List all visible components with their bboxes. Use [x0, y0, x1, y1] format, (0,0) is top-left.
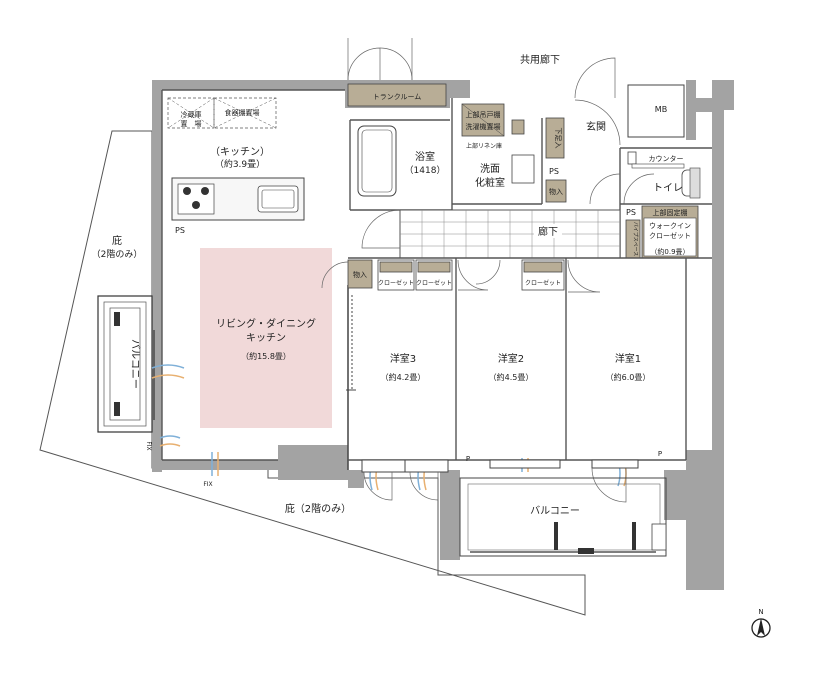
storage-small-label: 物入: [549, 187, 563, 196]
washroom-label-2: 化粧室: [475, 176, 505, 189]
left-balcony: [97, 295, 155, 433]
north-label: N: [758, 608, 763, 616]
cupboard-label: 食器棚置場: [225, 108, 260, 117]
fix-left-label: FIX: [145, 441, 152, 450]
closet-label-2: クローゼット: [416, 279, 452, 287]
bottom-windows: [361, 459, 639, 503]
upper-shelf-label: 上部固定棚: [653, 208, 688, 217]
room-walls: [348, 257, 712, 461]
room1-size: （約6.0畳）: [606, 372, 651, 382]
trunk-room-label: トランクルーム: [373, 93, 422, 101]
eaves-left-label-1: 庇: [112, 234, 122, 247]
washroom-label-1: 洗面: [480, 163, 500, 175]
balcony-bottom-label: バルコニー: [530, 505, 580, 517]
fridge-label-2: 置 場: [181, 119, 202, 128]
eaves-left-label-2: （2階のみ）: [92, 249, 143, 260]
washer-label-1: 上部吊戸棚: [466, 110, 501, 119]
upper-linen-label: 上部リネン庫: [466, 142, 502, 150]
bath-label: 浴室: [415, 150, 435, 163]
storage-left-label: 物入: [353, 270, 367, 279]
pipe-space-label: パイプスペース: [632, 222, 638, 256]
storage-left-box: [347, 259, 373, 289]
ps-center-label: PS: [549, 167, 559, 176]
balcony-left-label: バルコニー: [129, 339, 141, 389]
room3-size: （約4.2畳）: [381, 372, 426, 382]
ps-kitchen-label: PS: [175, 226, 185, 235]
ldk-label-1: リビング・ダイニング: [216, 317, 316, 330]
trunk-room-box: [347, 83, 447, 107]
hallway-label: 廊下: [538, 225, 558, 238]
wic-label-1: ウォークイン: [649, 222, 691, 230]
ps-right-label: PS: [626, 208, 636, 217]
counter-label: カウンター: [649, 154, 684, 163]
ldk-room3-partition: [346, 285, 356, 470]
bath-tub: [357, 125, 397, 197]
ldk-highlight: [200, 248, 332, 428]
ldk-label-2: キッチン: [246, 332, 286, 344]
mb-box: [627, 84, 685, 138]
shoe-box: [545, 117, 565, 159]
common-corridor-label: 共用廊下: [520, 53, 560, 66]
toilet-label: トイレ: [653, 183, 683, 194]
room3-closets: [377, 259, 453, 291]
entrance-label: 玄関: [586, 120, 606, 133]
room3-label: 洋室3: [390, 352, 416, 365]
room2-size: （約4.5畳）: [489, 372, 534, 382]
closet-label-3: クローゼット: [525, 279, 561, 287]
wic-size: （約0.9畳）: [650, 247, 689, 256]
wic-label-2: クローゼット: [649, 231, 691, 240]
kitchen-label: （キッチン）: [210, 146, 270, 158]
north-arrow-icon: [751, 618, 771, 638]
room2-label: 洋室2: [498, 352, 524, 365]
p-right-label: P: [658, 450, 662, 458]
mb-label: MB: [655, 105, 667, 114]
trunk-room-doors: [347, 38, 616, 99]
fix-bottom-label: FIX: [203, 481, 212, 488]
eaves-bottom-label: 庇（2階のみ）: [285, 502, 351, 515]
shoe-label: 下足入: [554, 128, 562, 149]
bath-size: （1418）: [405, 165, 446, 176]
stove-burner-icons: [183, 187, 209, 209]
room1-label: 洋室1: [615, 352, 641, 365]
storage-small-box: [545, 179, 567, 203]
kitchen-counter: [171, 177, 305, 221]
washer-label-2: 洗濯機置場: [466, 122, 501, 131]
fridge-label-1: 冷蔵庫: [181, 110, 202, 119]
room2-closet: [521, 259, 565, 291]
outer-walls: [152, 80, 734, 590]
bottom-balcony: [459, 477, 667, 557]
closet-label-1: クローゼット: [378, 279, 414, 287]
ldk-size: （約15.8畳）: [241, 351, 291, 361]
kitchen-size: （約3.9畳）: [215, 158, 265, 170]
p-left-label: P: [466, 455, 470, 463]
kitchen-appliance-area: [167, 97, 277, 129]
